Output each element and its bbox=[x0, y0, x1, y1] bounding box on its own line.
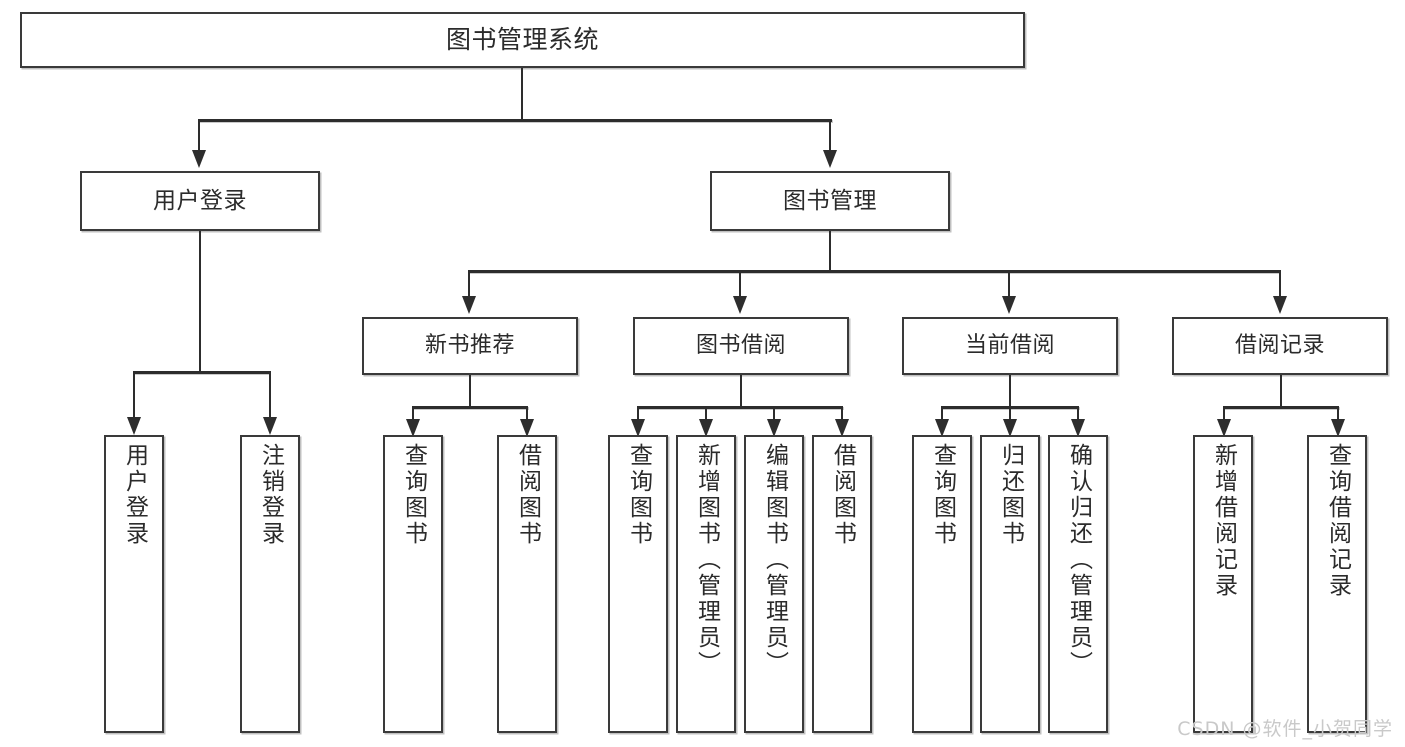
leaf-book-borrow-edit-book-admin[interactable]: 编辑图书（管理员） bbox=[744, 435, 804, 733]
arrow-leaf-bb-1 bbox=[699, 419, 713, 437]
connector-book-borrow-stem bbox=[740, 375, 742, 407]
node-book-management[interactable]: 图书管理 bbox=[710, 171, 950, 231]
connector-drop-book-borrow bbox=[739, 270, 741, 298]
node-label: 新书推荐 bbox=[424, 333, 515, 359]
node-label: 查询图书 bbox=[929, 443, 956, 547]
node-book-borrow[interactable]: 图书借阅 bbox=[633, 317, 849, 375]
leaf-current-borrow-return-book[interactable]: 归还图书 bbox=[980, 435, 1040, 733]
connector-drop-leaf-user-login-1 bbox=[269, 371, 271, 419]
leaf-current-borrow-query-book[interactable]: 查询图书 bbox=[912, 435, 972, 733]
leaf-current-borrow-confirm-return-admin[interactable]: 确认归还（管理员） bbox=[1048, 435, 1108, 733]
node-label: 图书管理系统 bbox=[445, 24, 599, 54]
node-label: 借阅记录 bbox=[1234, 333, 1325, 359]
node-borrow-record[interactable]: 借阅记录 bbox=[1172, 317, 1388, 375]
connector-drop-book-management bbox=[829, 119, 831, 152]
connector-drop-leaf-bb-0 bbox=[637, 406, 639, 422]
connector-drop-leaf-nbr-1 bbox=[526, 406, 528, 422]
connector-new-book-recommend-stem bbox=[469, 375, 471, 407]
arrow-leaf-bb-2 bbox=[767, 419, 781, 437]
node-label: 图书管理 bbox=[783, 187, 877, 214]
node-label: 借阅图书 bbox=[829, 443, 856, 547]
arrow-leaf-nbr-0 bbox=[406, 419, 420, 437]
leaf-book-borrow-query-book[interactable]: 查询图书 bbox=[608, 435, 668, 733]
connector-user-login-stem bbox=[199, 231, 201, 372]
connector-bus-level3 bbox=[468, 270, 1280, 273]
csdn-watermark: CSDN @软件_小贺同学 bbox=[1177, 718, 1393, 740]
leaf-user-login-login[interactable]: 用户登录 bbox=[104, 435, 164, 733]
connector-bus-new-book-recommend-leaves bbox=[412, 406, 528, 409]
connector-bus-user-login-leaves bbox=[133, 371, 269, 374]
node-label: 新增图书（管理员） bbox=[693, 443, 720, 677]
connector-drop-leaf-nbr-0 bbox=[412, 406, 414, 422]
arrow-book-management bbox=[823, 150, 837, 168]
arrow-user-login bbox=[192, 150, 206, 168]
arrow-leaf-br-0 bbox=[1217, 419, 1231, 437]
connector-borrow-record-stem bbox=[1280, 375, 1282, 407]
arrow-leaf-bb-0 bbox=[631, 419, 645, 437]
connector-bus-level2 bbox=[198, 119, 832, 122]
node-label: 用户登录 bbox=[153, 187, 247, 214]
arrow-leaf-bb-3 bbox=[835, 419, 849, 437]
connector-bus-borrow-record-leaves bbox=[1223, 406, 1339, 409]
node-current-borrow[interactable]: 当前借阅 bbox=[902, 317, 1118, 375]
connector-drop-leaf-bb-2 bbox=[773, 406, 775, 422]
leaf-book-borrow-add-book-admin[interactable]: 新增图书（管理员） bbox=[676, 435, 736, 733]
arrow-leaf-cb-0 bbox=[935, 419, 949, 437]
node-label: 图书借阅 bbox=[695, 333, 786, 359]
node-label: 归还图书 bbox=[997, 443, 1024, 547]
connector-drop-new-book-recommend bbox=[468, 270, 470, 298]
arrow-leaf-cb-2 bbox=[1071, 419, 1085, 437]
connector-current-borrow-stem bbox=[1009, 375, 1011, 407]
node-label: 借阅图书 bbox=[514, 443, 541, 547]
node-label: 编辑图书（管理员） bbox=[761, 443, 788, 677]
node-label: 确认归还（管理员） bbox=[1065, 443, 1092, 677]
arrow-leaf-cb-1 bbox=[1003, 419, 1017, 437]
arrow-new-book-recommend bbox=[462, 296, 476, 314]
arrow-leaf-br-1 bbox=[1331, 419, 1345, 437]
connector-drop-leaf-br-0 bbox=[1223, 406, 1225, 422]
node-label: 用户登录 bbox=[121, 443, 148, 547]
arrow-leaf-nbr-1 bbox=[520, 419, 534, 437]
node-label: 注销登录 bbox=[257, 443, 284, 547]
connector-drop-user-login bbox=[198, 119, 200, 152]
node-user-login[interactable]: 用户登录 bbox=[80, 171, 320, 231]
connector-drop-leaf-cb-2 bbox=[1077, 406, 1079, 422]
node-label: 新增借阅记录 bbox=[1210, 443, 1237, 599]
connector-drop-leaf-br-1 bbox=[1337, 406, 1339, 422]
node-root-book-management-system[interactable]: 图书管理系统 bbox=[20, 12, 1025, 68]
arrow-current-borrow bbox=[1002, 296, 1016, 314]
connector-drop-leaf-user-login-0 bbox=[133, 371, 135, 419]
connector-drop-current-borrow bbox=[1008, 270, 1010, 298]
leaf-new-book-recommend-borrow-book[interactable]: 借阅图书 bbox=[497, 435, 557, 733]
arrow-leaf-user-login-1 bbox=[263, 417, 277, 435]
connector-drop-leaf-cb-1 bbox=[1009, 406, 1011, 422]
connector-bus-book-borrow-leaves bbox=[637, 406, 843, 409]
leaf-user-login-logout[interactable]: 注销登录 bbox=[240, 435, 300, 733]
node-new-book-recommend[interactable]: 新书推荐 bbox=[362, 317, 578, 375]
leaf-book-borrow-borrow-book[interactable]: 借阅图书 bbox=[812, 435, 872, 733]
leaf-borrow-record-add-record[interactable]: 新增借阅记录 bbox=[1193, 435, 1253, 733]
connector-drop-borrow-record bbox=[1279, 270, 1281, 298]
connector-drop-leaf-bb-3 bbox=[841, 406, 843, 422]
node-label: 查询图书 bbox=[400, 443, 427, 547]
arrow-book-borrow bbox=[733, 296, 747, 314]
node-label: 当前借阅 bbox=[964, 333, 1055, 359]
leaf-borrow-record-query-record[interactable]: 查询借阅记录 bbox=[1307, 435, 1367, 733]
connector-drop-leaf-cb-0 bbox=[941, 406, 943, 422]
arrow-leaf-user-login-0 bbox=[127, 417, 141, 435]
connector-root-stem bbox=[521, 68, 523, 120]
arrow-borrow-record bbox=[1273, 296, 1287, 314]
connector-book-management-stem bbox=[829, 231, 831, 271]
connector-drop-leaf-bb-1 bbox=[705, 406, 707, 422]
node-label: 查询借阅记录 bbox=[1324, 443, 1351, 599]
leaf-new-book-recommend-query-book[interactable]: 查询图书 bbox=[383, 435, 443, 733]
node-label: 查询图书 bbox=[625, 443, 652, 547]
